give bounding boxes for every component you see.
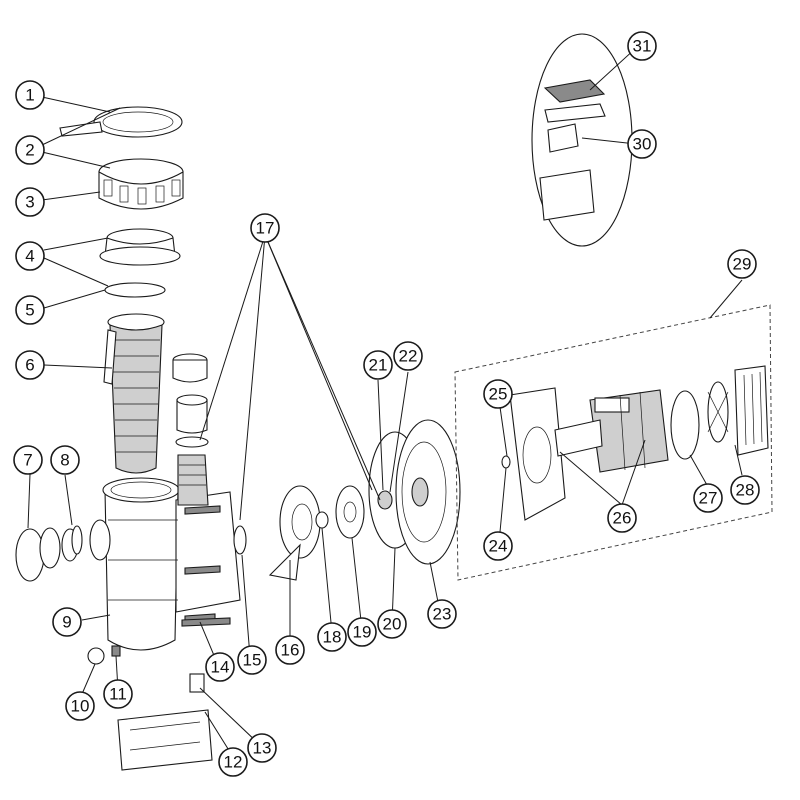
part-rear-bracket — [670, 390, 700, 460]
callout-21-label: 21 — [369, 356, 388, 375]
callout-29: 29 — [727, 249, 757, 279]
callout-12: 12 — [218, 747, 248, 777]
part-pump-housing — [89, 454, 241, 651]
callout-20-label: 20 — [383, 615, 402, 634]
callout-9: 9 — [52, 607, 82, 637]
part-fan — [707, 381, 729, 443]
callout-11-label: 11 — [109, 685, 127, 704]
callout-22-label: 22 — [399, 347, 418, 366]
callout-26-label: 26 — [613, 509, 632, 528]
motor-assembly-outline — [454, 304, 773, 581]
callout-2: 2 — [15, 135, 45, 165]
part-lid — [99, 228, 181, 266]
part-mechanical-seal — [377, 490, 393, 510]
part-lid-wrench — [59, 106, 183, 138]
part-callouts: 1 2 3 4 5 6 7 8 9 10 11 12 13 14 15 16 1… — [13, 31, 760, 777]
callout-1: 1 — [15, 80, 45, 110]
callout-28-label: 28 — [736, 481, 755, 500]
part-strainer-basket — [103, 313, 165, 474]
callout-19: 19 — [347, 617, 377, 647]
part-seal-plate — [395, 419, 461, 565]
callout-1-label: 1 — [25, 86, 34, 105]
part-fan-cover — [734, 365, 769, 456]
callout-25-label: 25 — [489, 385, 508, 404]
callout-10: 10 — [65, 691, 95, 721]
callout-15: 15 — [237, 645, 267, 675]
callout-11: 11 — [103, 679, 133, 709]
callout-30: 30 — [627, 129, 657, 159]
part-terminal-box — [531, 33, 633, 247]
callout-14-label: 14 — [211, 658, 230, 677]
callout-7: 7 — [13, 445, 43, 475]
callout-7-label: 7 — [23, 451, 32, 470]
callout-20: 20 — [377, 609, 407, 639]
callout-3: 3 — [15, 187, 45, 217]
callout-18: 18 — [317, 622, 347, 652]
callout-9-label: 9 — [62, 613, 71, 632]
part-motor-body — [554, 389, 669, 473]
callout-8: 8 — [50, 445, 80, 475]
part-motor-bracket — [501, 387, 566, 521]
part-drain-plugs — [87, 645, 121, 665]
callout-23-label: 23 — [433, 605, 452, 624]
part-housing-o-ring — [233, 525, 247, 555]
callout-13: 13 — [247, 733, 277, 763]
callout-2-label: 2 — [25, 141, 34, 160]
callout-31: 31 — [627, 31, 657, 61]
callout-17: 17 — [250, 213, 280, 243]
part-union-right — [172, 353, 209, 448]
leader-lines — [27, 47, 743, 753]
callout-28: 28 — [730, 475, 760, 505]
callout-18-label: 18 — [323, 628, 342, 647]
callout-17-label: 17 — [256, 219, 275, 238]
part-diffuser — [268, 485, 321, 581]
callout-26: 26 — [607, 503, 637, 533]
callout-15-label: 15 — [243, 651, 262, 670]
callout-13-label: 13 — [253, 739, 272, 758]
callout-22: 22 — [393, 341, 423, 371]
callout-23: 23 — [427, 599, 457, 629]
callout-12-label: 12 — [224, 753, 243, 772]
callout-27-label: 27 — [699, 489, 718, 508]
part-side-union — [15, 525, 83, 582]
callout-16: 16 — [275, 635, 305, 665]
callout-31-label: 31 — [633, 37, 652, 56]
callout-27: 27 — [693, 483, 723, 513]
callout-5-label: 5 — [25, 301, 34, 320]
callout-24: 24 — [483, 531, 513, 561]
callout-24-label: 24 — [489, 537, 508, 556]
parts-drawing — [15, 33, 773, 771]
callout-4-label: 4 — [25, 247, 34, 266]
callout-16-label: 16 — [281, 641, 300, 660]
part-base — [117, 673, 213, 771]
part-lid-o-ring — [104, 282, 166, 298]
part-lid-ring — [98, 158, 184, 210]
callout-8-label: 8 — [60, 451, 69, 470]
callout-29-label: 29 — [733, 255, 752, 274]
callout-14: 14 — [205, 652, 235, 682]
callout-10-label: 10 — [71, 697, 90, 716]
callout-5: 5 — [15, 295, 45, 325]
callout-6-label: 6 — [25, 356, 34, 375]
part-impeller-nut — [315, 511, 329, 529]
part-impeller — [335, 485, 365, 539]
part-bolts — [181, 617, 231, 627]
callout-30-label: 30 — [633, 135, 652, 154]
callout-4: 4 — [15, 241, 45, 271]
callout-21: 21 — [363, 350, 393, 380]
callout-3-label: 3 — [25, 193, 34, 212]
callout-6: 6 — [15, 350, 45, 380]
callout-19-label: 19 — [353, 623, 372, 642]
callout-25: 25 — [483, 379, 513, 409]
